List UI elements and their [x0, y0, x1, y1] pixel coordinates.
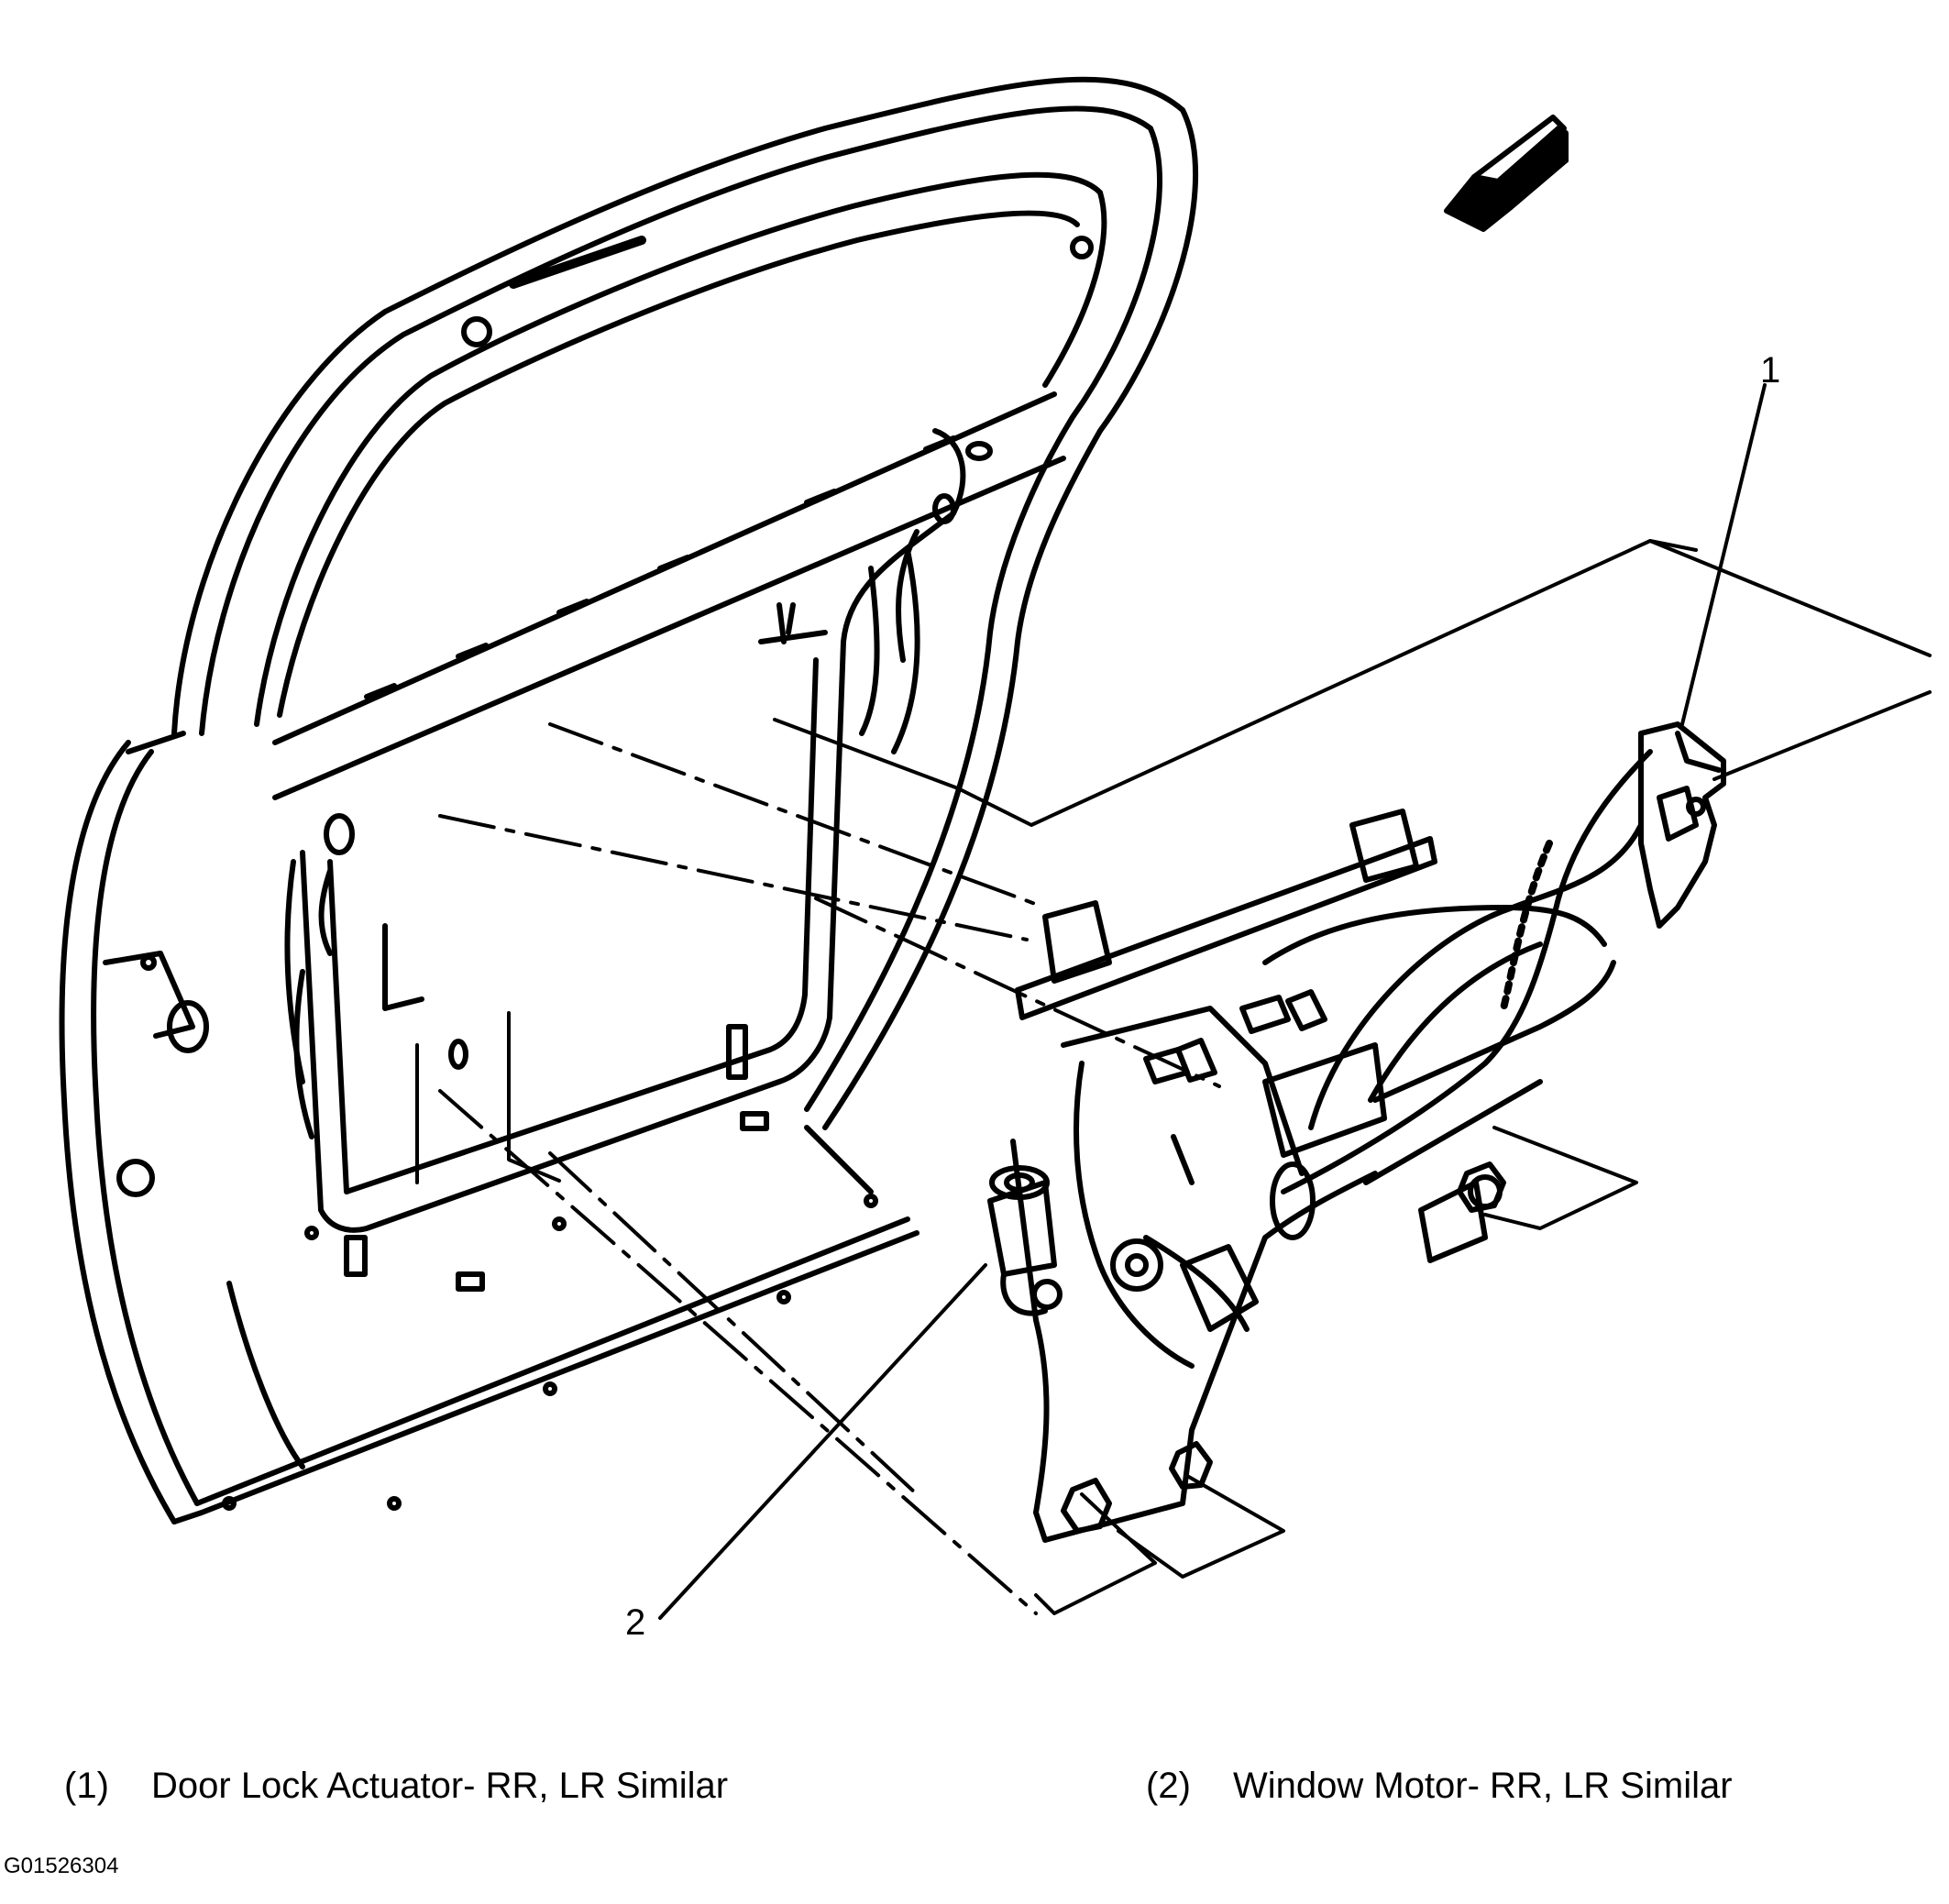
- legend-number: (2): [1146, 1766, 1191, 1806]
- figure-id: G01526304: [4, 1854, 119, 1878]
- alignment-planes: [415, 539, 1932, 1615]
- forward-arrow-icon: [1444, 115, 1569, 232]
- legend-text: Door Lock Actuator- RR, LR Similar: [151, 1766, 729, 1806]
- door-frame: [171, 76, 1199, 1130]
- legend-item-2: (2) Window Motor- RR, LR Similar: [1146, 1766, 1733, 1807]
- legend-number: (1): [64, 1766, 109, 1806]
- cables: [1262, 822, 1644, 1130]
- door-exploded-view-diagram: [59, 76, 1932, 1620]
- window-motor: [987, 1165, 1063, 1316]
- window-regulator-assembly: [1010, 809, 1616, 1543]
- door-outer-shell: [59, 731, 919, 1524]
- door-inner-panel: [284, 428, 993, 1292]
- legend-text: Window Motor- RR, LR Similar: [1233, 1766, 1733, 1806]
- callout-1-label: 1: [1760, 350, 1781, 391]
- door-lock-actuator: [1281, 721, 1726, 1194]
- alignment-lines: [438, 722, 1221, 1615]
- legend-item-1: (1) Door Lock Actuator- RR, LR Similar: [64, 1766, 728, 1807]
- callout-leaders: [658, 383, 1767, 1620]
- callout-2-label: 2: [625, 1602, 646, 1643]
